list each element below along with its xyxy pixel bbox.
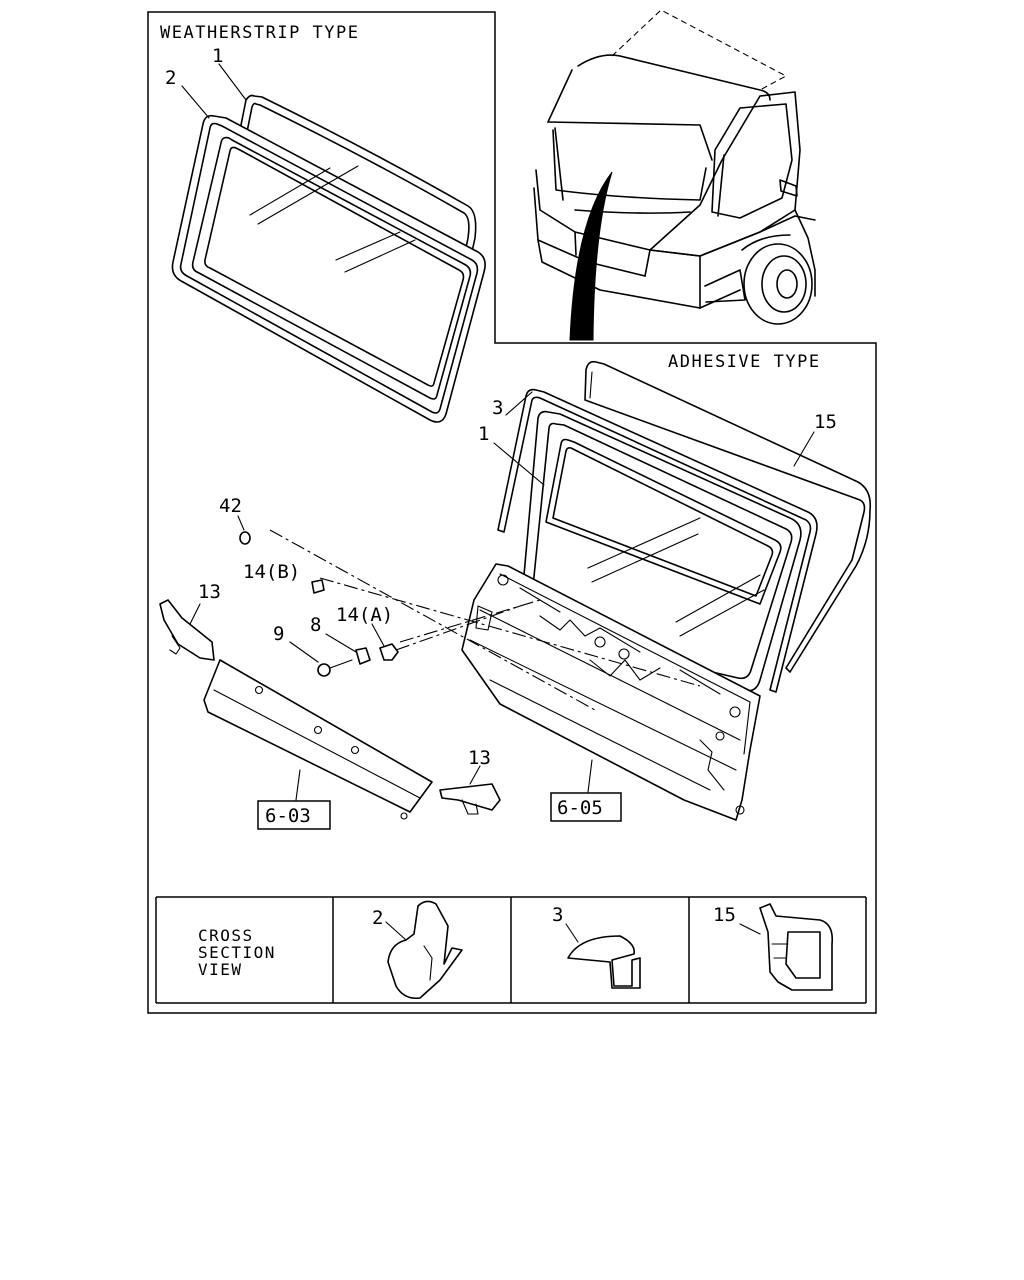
cross-section-dam [567, 935, 641, 989]
callout-xs-3: 3 [552, 904, 563, 926]
cross-section-label-2: SECTION [198, 943, 276, 962]
ref-6-03: 6-03 [265, 805, 311, 827]
ref-box-6-03 [257, 800, 331, 830]
locator-line-14a [395, 605, 521, 651]
leader-14a [371, 623, 385, 647]
part-13-right-bracket [439, 783, 501, 815]
diagram-frame [147, 11, 877, 1014]
part-9-screw [317, 663, 331, 677]
callout-ws-weatherstrip: 2 [165, 67, 176, 89]
ref-box-6-05 [550, 792, 622, 822]
part-14a-clip [379, 643, 399, 661]
lower-garnish-panel [203, 659, 433, 820]
cross-section-label-3: VIEW [198, 960, 243, 979]
truck-cab-illustration [533, 9, 816, 341]
part-42 [239, 531, 251, 545]
locator-line-upper [269, 529, 596, 711]
leader-xs-3 [565, 923, 579, 943]
leader-8 [325, 633, 357, 653]
leader-ref-603 [295, 769, 301, 801]
ref-6-05: 6-05 [557, 797, 603, 819]
callout-13-left: 13 [198, 581, 221, 603]
leader-ad-1 [493, 442, 545, 486]
callout-ad-seal: 15 [814, 411, 837, 433]
cross-section-weatherstrip [387, 900, 463, 1000]
callout-14a: 14(A) [336, 604, 393, 626]
leader-42 [237, 515, 245, 531]
leader-ad-3 [505, 391, 533, 416]
weatherstrip-seal [171, 114, 486, 423]
leader-ws-1 [218, 63, 247, 101]
leader-xs-15 [739, 923, 761, 935]
front-panel-assembly [461, 563, 761, 821]
callout-xs-2: 2 [372, 907, 383, 929]
callout-42: 42 [219, 495, 242, 517]
weatherstrip-type-title: WEATHERSTRIP TYPE [160, 23, 360, 43]
leader-xs-2 [385, 921, 407, 941]
leader-ws-2 [181, 85, 210, 119]
adhesive-dam-3 [497, 388, 818, 693]
callout-8: 8 [310, 614, 321, 636]
locator-line-lower [319, 577, 701, 687]
callout-13-right: 13 [468, 747, 491, 769]
leader-9-shaft [329, 659, 353, 669]
leader-13-right [469, 765, 481, 785]
callout-ad-glass: 1 [478, 423, 489, 445]
leader-ad-15 [793, 431, 815, 467]
leader-9 [289, 641, 319, 663]
part-14b-clip [311, 579, 325, 594]
callout-xs-15: 15 [713, 904, 736, 926]
part-8-nut [355, 647, 371, 665]
callout-9: 9 [273, 623, 284, 645]
cross-section-seal [759, 903, 834, 991]
leader-ref-605 [587, 759, 593, 793]
adhesive-type-title: ADHESIVE TYPE [668, 352, 821, 372]
callout-ws-glass: 1 [212, 45, 223, 67]
leader-13-left [189, 603, 201, 625]
callout-ad-dam: 3 [492, 397, 503, 419]
part-13-left-bracket [159, 599, 215, 661]
adhesive-seal-15 [584, 360, 872, 673]
cross-section-label-1: CROSS [198, 926, 254, 945]
callout-14b: 14(B) [243, 561, 300, 583]
